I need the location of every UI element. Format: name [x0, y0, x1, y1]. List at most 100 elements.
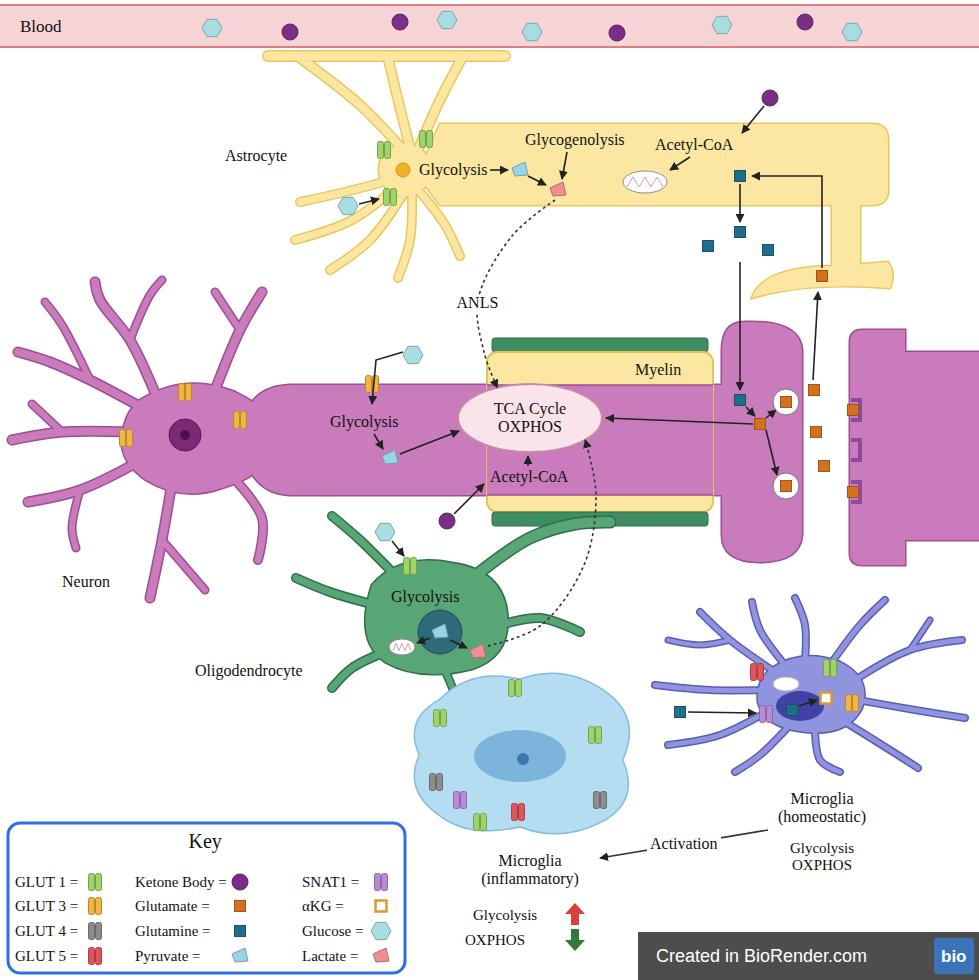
transporter-half	[234, 412, 240, 429]
metabolite-label: Acetyl-CoA	[490, 468, 568, 486]
cell-process	[830, 600, 885, 665]
legend-swatch	[371, 922, 391, 939]
cell-process	[795, 598, 806, 660]
cristae	[393, 643, 411, 650]
cell-process	[420, 192, 460, 256]
text-slot: Pyruvate =	[135, 948, 201, 965]
flow-arrow	[372, 352, 403, 404]
cell-process-edge	[212, 292, 262, 398]
transporter-half	[186, 384, 192, 401]
transporter-icon	[89, 923, 102, 940]
transporter-half	[434, 710, 440, 727]
transporter-icon	[89, 948, 102, 965]
cell-process-edge	[752, 602, 785, 665]
transporter-icon	[454, 792, 467, 809]
cell-process-edge	[795, 598, 806, 660]
metabolite-icon	[382, 450, 398, 464]
mitochondrion-icon	[623, 171, 667, 193]
transporter-icon	[430, 774, 443, 791]
transporter-icon	[824, 660, 837, 677]
ketone-icon	[392, 14, 408, 30]
pathway-label: OXPHOS	[465, 932, 525, 949]
glucose-icon	[712, 16, 732, 33]
watermark-logo-box	[934, 938, 974, 974]
ketone-icon	[762, 90, 778, 106]
amino-acid-icon	[781, 397, 792, 408]
legend-swatch	[376, 901, 387, 912]
ketone-icon	[282, 24, 298, 40]
cell-process	[162, 540, 205, 590]
transporter-half	[89, 948, 95, 965]
legend-title: Key	[189, 830, 222, 852]
flow-arrow	[562, 152, 567, 179]
organelle-label: TCA Cycle OXPHOS	[487, 400, 573, 436]
vessel-label: Blood	[20, 17, 62, 36]
cell-process	[215, 292, 240, 330]
cell-process	[332, 516, 395, 575]
amino-acid-icon	[848, 487, 859, 498]
nucleus	[169, 419, 201, 451]
transporter-icon	[512, 804, 525, 821]
glucose-icon	[202, 19, 222, 36]
cell-process	[668, 640, 730, 645]
transporter-half	[596, 727, 602, 744]
legend-swatch	[89, 923, 102, 940]
text-slot: Myelin	[635, 361, 681, 379]
shape-group	[0, 4, 979, 48]
transporter-icon	[234, 412, 247, 429]
vesicle	[773, 473, 799, 499]
cell-process	[12, 431, 132, 440]
cell-process-edge	[655, 685, 768, 690]
flow-arrow	[799, 700, 817, 706]
flow-arrow	[813, 292, 818, 380]
cell-body	[850, 330, 979, 565]
cell-process	[910, 620, 930, 650]
metabolite-icon	[232, 948, 248, 962]
legend-text: Lactate =	[302, 948, 358, 965]
transporter-half	[758, 664, 764, 681]
pathway-label: Glycolysis	[330, 413, 398, 431]
transporter-half	[366, 376, 372, 393]
transporter-icon	[179, 384, 192, 401]
glucose-icon	[403, 346, 423, 363]
flow-arrow	[450, 640, 467, 648]
glucose-icon	[437, 11, 457, 28]
legend-swatch	[232, 874, 248, 890]
shape-group	[458, 384, 602, 452]
cell-process	[815, 728, 840, 772]
ketone-icon	[232, 874, 248, 890]
legend-text: Pyruvate =	[135, 948, 201, 965]
flow-arrow	[528, 176, 546, 185]
transporter-half	[382, 874, 388, 891]
transporter-icon	[378, 142, 391, 159]
transporter-half	[509, 680, 515, 697]
flow-arrow	[746, 407, 755, 416]
metabolite-icon	[550, 182, 566, 196]
amino-acid-icon	[755, 419, 766, 430]
transporter-half	[516, 680, 522, 697]
mitochondrion: TCA Cycle OXPHOS	[458, 384, 602, 452]
transporter-half	[454, 792, 460, 809]
glucose-icon	[842, 23, 862, 40]
pathway-label: Glycogenolysis	[525, 131, 625, 149]
nucleolus	[517, 753, 529, 765]
text-slot: Neuron	[62, 573, 110, 591]
flow-arrow	[739, 184, 741, 222]
cell-body-edge	[850, 330, 979, 565]
cell-process	[418, 58, 462, 150]
shape-group	[268, 56, 893, 298]
ketone-icon	[609, 25, 625, 41]
cristae	[627, 177, 663, 187]
legend-swatch	[235, 926, 246, 937]
transporter-half	[512, 804, 518, 821]
amino-acid-icon	[703, 241, 714, 252]
cell-process	[398, 194, 412, 278]
flow-arrow	[454, 484, 484, 514]
text-slot: OXPHOS	[465, 932, 525, 949]
cell-process-edge	[845, 722, 918, 768]
cell-process-edge	[398, 194, 412, 278]
cell-process-edge	[858, 700, 965, 718]
transporter-half	[853, 695, 859, 712]
